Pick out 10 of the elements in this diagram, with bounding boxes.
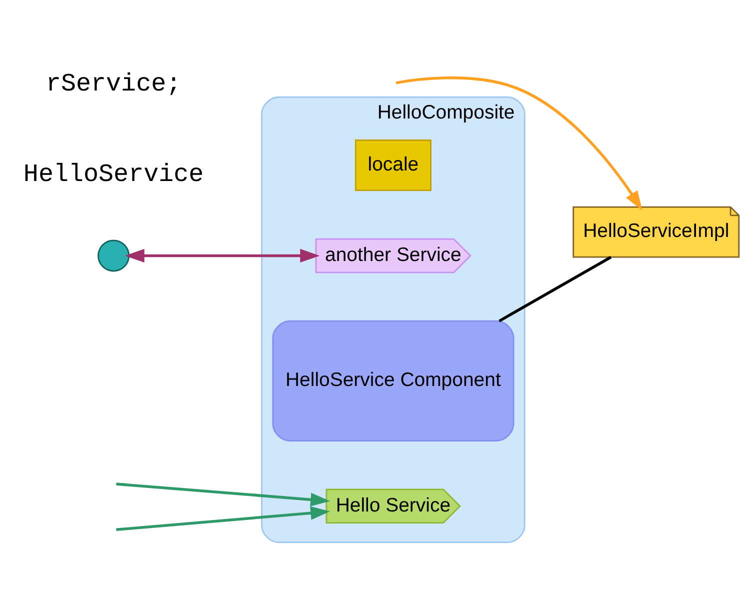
label: rService; <box>46 69 182 98</box>
node-box: locale <box>354 139 432 191</box>
arrow <box>116 482 330 506</box>
connector <box>498 255 612 322</box>
arrow <box>124 248 320 262</box>
label: HelloService <box>23 160 204 189</box>
node-circle <box>98 239 130 272</box>
arrow <box>116 506 330 531</box>
arrow <box>396 76 642 210</box>
node-box: HelloService Component <box>272 320 514 441</box>
